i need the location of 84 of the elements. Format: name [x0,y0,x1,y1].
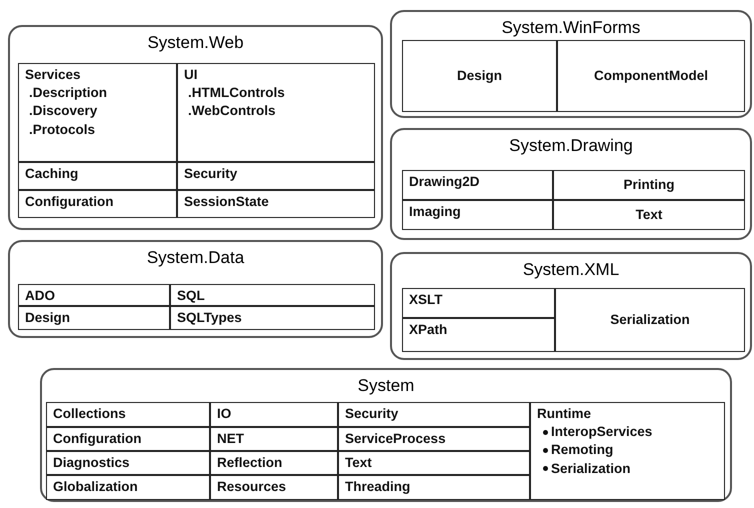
namespace-label: Security [345,405,398,423]
namespace-cell [210,475,338,500]
namespace-label: Diagnostics [53,454,130,472]
namespace-cell [177,63,375,162]
namespace-label: XSLT [409,291,442,309]
namespace-label: NET [217,430,244,448]
namespace-cell [555,288,745,352]
namespace-cell [338,475,530,500]
namespace-label: ServiceProcess [345,430,446,448]
sub-namespace-label: Remoting [551,441,614,460]
namespace-label: SessionState [184,193,269,211]
panel-title: System.XML [522,260,620,280]
namespace-cell [338,427,530,451]
namespace-cell [530,402,725,500]
namespace-cell [18,284,170,306]
namespace-cell [402,200,553,230]
panel-title: System [358,376,414,396]
namespace-cell [553,200,745,230]
namespace-label: Threading [345,478,410,496]
namespace-cell [338,402,530,427]
namespace-label: XPath [409,321,448,339]
namespace-cell [338,451,530,475]
namespace-cell [46,427,210,451]
namespace-panel [8,25,383,230]
namespace-label: IO [217,405,232,423]
namespace-cell [46,451,210,475]
namespace-label: Text [636,206,662,224]
sub-namespace-label: .Description [28,84,108,102]
namespace-cell [18,306,170,330]
namespace-cell [18,190,177,218]
namespace-label: Design [25,309,70,327]
namespace-label: Services [25,66,81,84]
sub-namespace-label: .WebControls [187,102,276,120]
namespace-cell [553,170,745,200]
namespace-cell [402,40,557,112]
panel-title: System.Drawing [509,136,633,156]
sub-namespace-label: InteropServices [551,423,652,442]
namespace-label: Drawing2D [409,173,480,191]
namespace-cell [402,318,555,352]
namespace-panel [390,252,752,360]
namespace-cell [557,40,745,112]
sub-namespace-label: .Protocols [28,120,96,139]
namespace-panel [8,240,383,338]
namespace-label: Configuration [25,193,114,211]
namespace-label: ComponentModel [594,66,708,85]
namespace-label: Serialization [610,310,690,329]
namespace-cell [402,170,553,200]
namespace-label: Design [456,66,502,85]
sub-namespace-label: .Discovery [28,102,98,120]
namespace-label: Printing [624,176,674,194]
panel-title: System.WinForms [502,18,640,38]
namespace-label: SQLTypes [177,309,242,327]
namespace-label: Collections [53,405,126,423]
namespace-cell [46,475,210,500]
namespace-cell [170,284,375,306]
namespace-cell [210,402,338,427]
namespace-label: Imaging [409,203,461,221]
sub-namespace-label: Serialization [551,460,631,478]
namespace-label: Resources [217,478,286,496]
namespace-panel [390,10,752,118]
namespace-cell [210,451,338,475]
panel-title: System.Data [146,248,244,268]
namespace-label: Caching [25,165,78,183]
namespace-label: Globalization [53,478,138,496]
namespace-label: SQL [177,287,205,305]
namespace-cell [18,162,177,190]
namespace-cell [18,63,177,162]
namespace-cell [46,402,210,427]
namespace-cell [177,162,375,190]
namespace-label: Runtime [537,405,591,423]
namespace-label: Security [184,165,238,183]
namespace-label: Configuration [53,430,142,448]
panel-title: System.Web [147,33,244,53]
namespace-label: Text [345,454,372,472]
namespace-cell [177,190,375,218]
namespace-cell [170,306,375,330]
namespace-cell [402,288,555,318]
namespace-label: UI [184,66,198,84]
namespace-label: ADO [25,287,55,305]
namespace-cell [210,427,338,451]
namespace-panel [40,368,732,502]
namespace-label: Reflection [217,454,282,472]
namespace-panel [390,128,752,240]
sub-namespace-label: .HTMLControls [187,84,285,102]
